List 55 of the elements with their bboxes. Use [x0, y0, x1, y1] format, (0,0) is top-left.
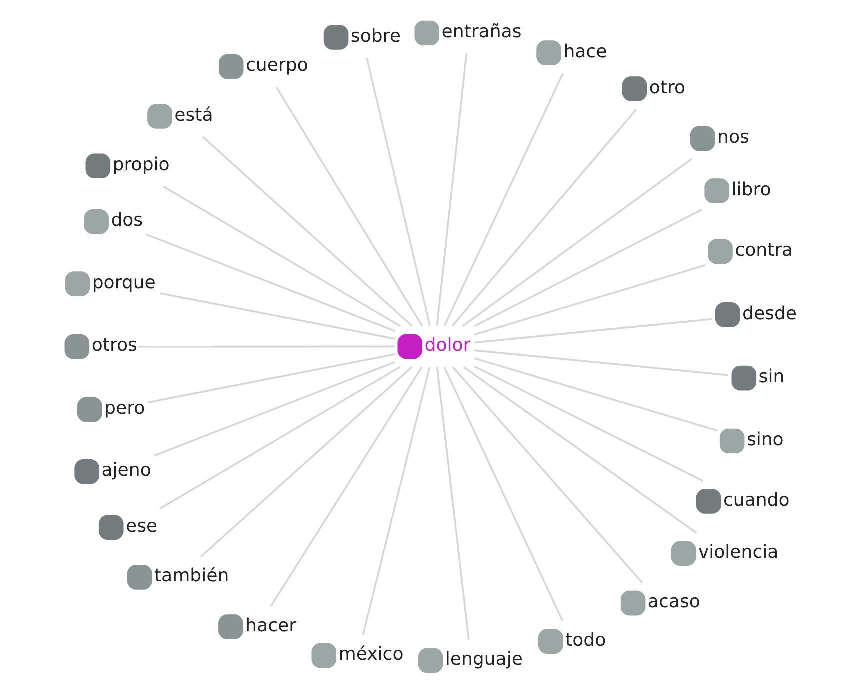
connector	[462, 366, 697, 534]
node-label: propio	[112, 154, 170, 176]
node-label: ajeno	[101, 460, 151, 482]
connector	[436, 54, 468, 326]
node-label: hacer	[245, 615, 296, 636]
connector	[474, 358, 718, 432]
node-label: libro	[731, 179, 771, 200]
connector	[474, 208, 702, 328]
node-label: cuando	[722, 490, 790, 511]
connector	[462, 158, 692, 328]
node-label: lenguaje	[444, 649, 522, 670]
connector	[452, 366, 643, 584]
connector	[138, 346, 395, 348]
node-label: porque	[92, 272, 156, 294]
connector	[474, 264, 706, 336]
connector	[474, 366, 704, 482]
node-label: acaso	[647, 592, 700, 613]
node-label: sobre	[350, 26, 400, 47]
node-label: está	[174, 104, 213, 126]
node-label: dolor	[424, 334, 470, 356]
connector	[443, 73, 564, 326]
connector	[270, 366, 422, 607]
node-label: ese	[126, 516, 158, 537]
node-label: también	[154, 566, 229, 587]
node-label: pero	[104, 398, 145, 420]
node-label: sino	[746, 430, 784, 451]
connector	[474, 350, 728, 376]
connector	[366, 58, 430, 326]
connector	[159, 366, 400, 510]
connector	[451, 108, 637, 327]
node-label: todo	[565, 630, 606, 651]
connector	[202, 136, 412, 327]
node-label: violencia	[698, 542, 778, 563]
connector	[160, 292, 395, 340]
connector	[200, 366, 412, 558]
connector	[436, 367, 470, 640]
node-label: hace	[563, 41, 607, 62]
node-label: sin	[758, 366, 784, 388]
node-label: otro	[648, 77, 686, 98]
node-label: nos	[717, 127, 749, 148]
node-label: desde	[742, 303, 797, 324]
connector	[153, 361, 395, 457]
connector	[145, 234, 396, 332]
node-label: otros	[91, 335, 137, 356]
connector	[443, 367, 564, 622]
connector	[275, 86, 423, 327]
connector	[474, 318, 712, 344]
connector	[362, 367, 430, 636]
node-label: cuerpo	[245, 55, 308, 76]
node-label: méxico	[338, 644, 404, 666]
node-label: entrañas	[441, 22, 522, 43]
node-label: contra	[734, 240, 793, 261]
connector	[162, 186, 400, 328]
connector	[148, 354, 395, 404]
node-label: dos	[110, 210, 143, 232]
